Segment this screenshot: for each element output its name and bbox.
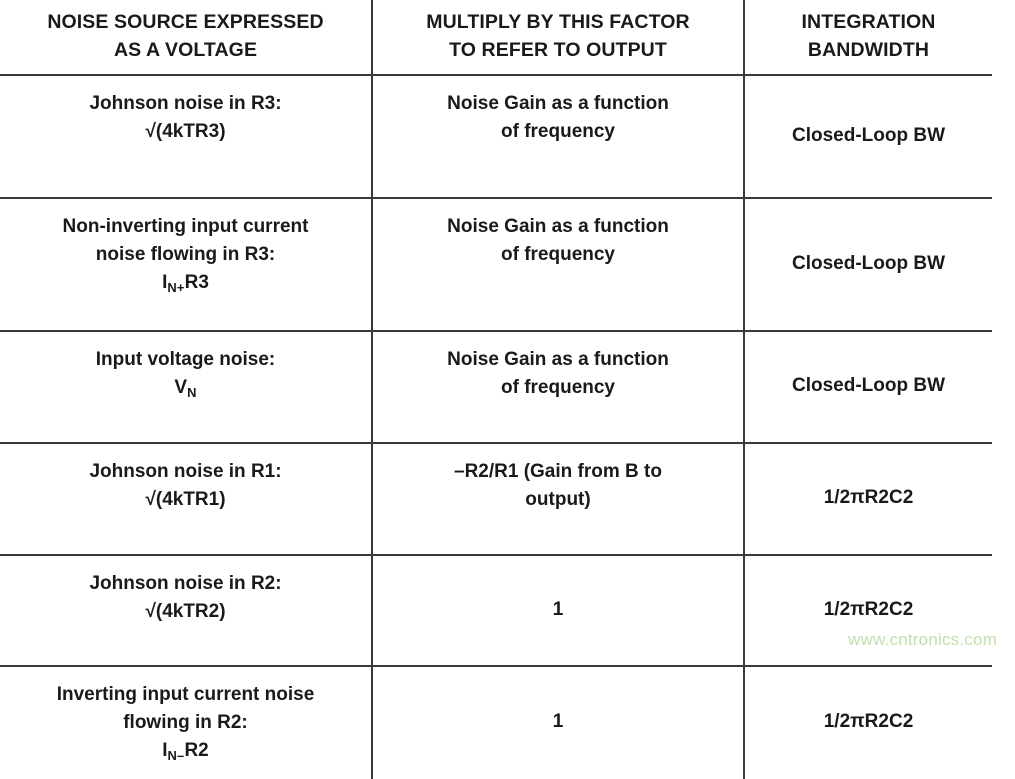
header-row: NOISE SOURCE EXPRESSED AS A VOLTAGE MULT… xyxy=(0,0,992,77)
noise-source-expression: VN xyxy=(10,374,361,402)
multiply-factor-line1: –R2/R1 (Gain from B to xyxy=(454,461,662,483)
column-header-multiply-factor: MULTIPLY BY THIS FACTOR TO REFER TO OUTP… xyxy=(372,0,745,77)
column-header-multiply-factor-line2: TO REFER TO OUTPUT xyxy=(449,38,667,61)
symbol-subscript: N+ xyxy=(167,280,185,296)
noise-source-description: Johnson noise in R1: xyxy=(89,461,282,483)
symbol-base: I xyxy=(162,740,168,762)
site-watermark: www.cntronics.com xyxy=(848,630,997,649)
noise-source-description-line1: Inverting input current noise xyxy=(56,684,315,706)
table-row: Johnson noise in R1: √(4kTR1) –R2/R1 (Ga… xyxy=(0,443,992,557)
cell-noise-source: Input voltage noise: VN xyxy=(0,331,372,445)
multiply-factor-line1: Noise Gain as a function xyxy=(447,216,669,238)
cell-integration-bandwidth: Closed-Loop BW xyxy=(744,75,992,200)
multiply-factor-line2: of frequency xyxy=(500,121,616,143)
symbol-subscript: N xyxy=(187,385,197,401)
symbol-suffix: R3 xyxy=(184,272,209,294)
noise-source-expression: √(4kTR2) xyxy=(145,601,226,623)
column-header-multiply-factor-line1: MULTIPLY BY THIS FACTOR xyxy=(426,11,690,33)
table-row: Input voltage noise: VN Noise Gain as a … xyxy=(0,331,992,445)
cell-multiply-factor: 1 xyxy=(371,555,745,668)
noise-source-description-line1: Non-inverting input current xyxy=(62,216,309,238)
cell-noise-source: Non-inverting input current noise flowin… xyxy=(0,198,372,333)
cell-multiply-factor: Noise Gain as a function of frequency xyxy=(371,198,745,333)
noise-source-description-line2: flowing in R2: xyxy=(123,712,248,734)
noise-contribution-table: NOISE SOURCE EXPRESSED AS A VOLTAGE MULT… xyxy=(0,0,992,779)
symbol-suffix: R2 xyxy=(184,740,209,762)
table-row: Johnson noise in R2: √(4kTR2) 1 1/2πR2C2 xyxy=(0,555,992,668)
cell-noise-source: Johnson noise in R1: √(4kTR1) xyxy=(0,443,372,557)
noise-source-expression: IN–R2 xyxy=(10,737,361,765)
symbol-base: V xyxy=(174,377,188,399)
multiply-factor-line2: output) xyxy=(525,489,591,511)
noise-source-expression: √(4kTR1) xyxy=(145,489,226,511)
noise-source-description: Johnson noise in R3: xyxy=(89,93,282,115)
cell-integration-bandwidth: 1/2πR2C2 xyxy=(744,443,992,557)
noise-source-description: Johnson noise in R2: xyxy=(89,573,282,595)
symbol-base: I xyxy=(162,272,168,294)
noise-source-description-line2: noise flowing in R3: xyxy=(95,244,276,266)
cell-integration-bandwidth: 1/2πR2C2 xyxy=(823,711,914,733)
table-row: Non-inverting input current noise flowin… xyxy=(0,198,992,333)
column-header-noise-source-line2: AS A VOLTAGE xyxy=(113,38,258,61)
multiply-factor-line2: of frequency xyxy=(500,377,616,399)
cell-noise-source: Johnson noise in R2: √(4kTR2) xyxy=(0,555,372,668)
cell-noise-source: Inverting input current noise flowing in… xyxy=(0,666,372,779)
cell-multiply-factor: Noise Gain as a function of frequency xyxy=(371,331,745,445)
multiply-factor-line1: Noise Gain as a function xyxy=(447,349,669,371)
table-header: NOISE SOURCE EXPRESSED AS A VOLTAGE MULT… xyxy=(0,0,992,77)
column-header-integration-bandwidth-line1: INTEGRATION xyxy=(801,11,936,33)
cell-multiply-factor: Noise Gain as a function of frequency xyxy=(371,75,745,200)
column-header-noise-source-line1: NOISE SOURCE EXPRESSED xyxy=(47,11,324,33)
table-row: Inverting input current noise flowing in… xyxy=(0,666,992,779)
column-header-integration-bandwidth: INTEGRATION BANDWIDTH xyxy=(744,0,992,77)
multiply-factor-line1: Noise Gain as a function xyxy=(447,93,669,115)
noise-source-description: Input voltage noise: xyxy=(95,349,276,371)
column-header-integration-bandwidth-line2: BANDWIDTH xyxy=(807,38,930,61)
cell-multiply-factor: 1 xyxy=(371,666,745,779)
cell-noise-source: Johnson noise in R3: √(4kTR3) xyxy=(0,75,372,200)
cell-multiply-factor: –R2/R1 (Gain from B to output) xyxy=(371,443,745,557)
table-body: Johnson noise in R3: √(4kTR3) Noise Gain… xyxy=(0,75,992,779)
cell-integration-bandwidth: Closed-Loop BW xyxy=(744,198,992,333)
multiply-factor-line2: of frequency xyxy=(500,244,616,266)
cell-integration-bandwidth: Closed-Loop BW xyxy=(744,331,992,445)
column-header-noise-source: NOISE SOURCE EXPRESSED AS A VOLTAGE xyxy=(0,0,373,77)
table-row: Johnson noise in R3: √(4kTR3) Noise Gain… xyxy=(0,75,992,200)
noise-source-expression: IN+R3 xyxy=(10,269,361,297)
cell-integration-bandwidth: 1/2πR2C2 xyxy=(744,555,992,668)
symbol-subscript: N– xyxy=(167,748,185,764)
noise-source-expression: √(4kTR3) xyxy=(145,121,226,143)
